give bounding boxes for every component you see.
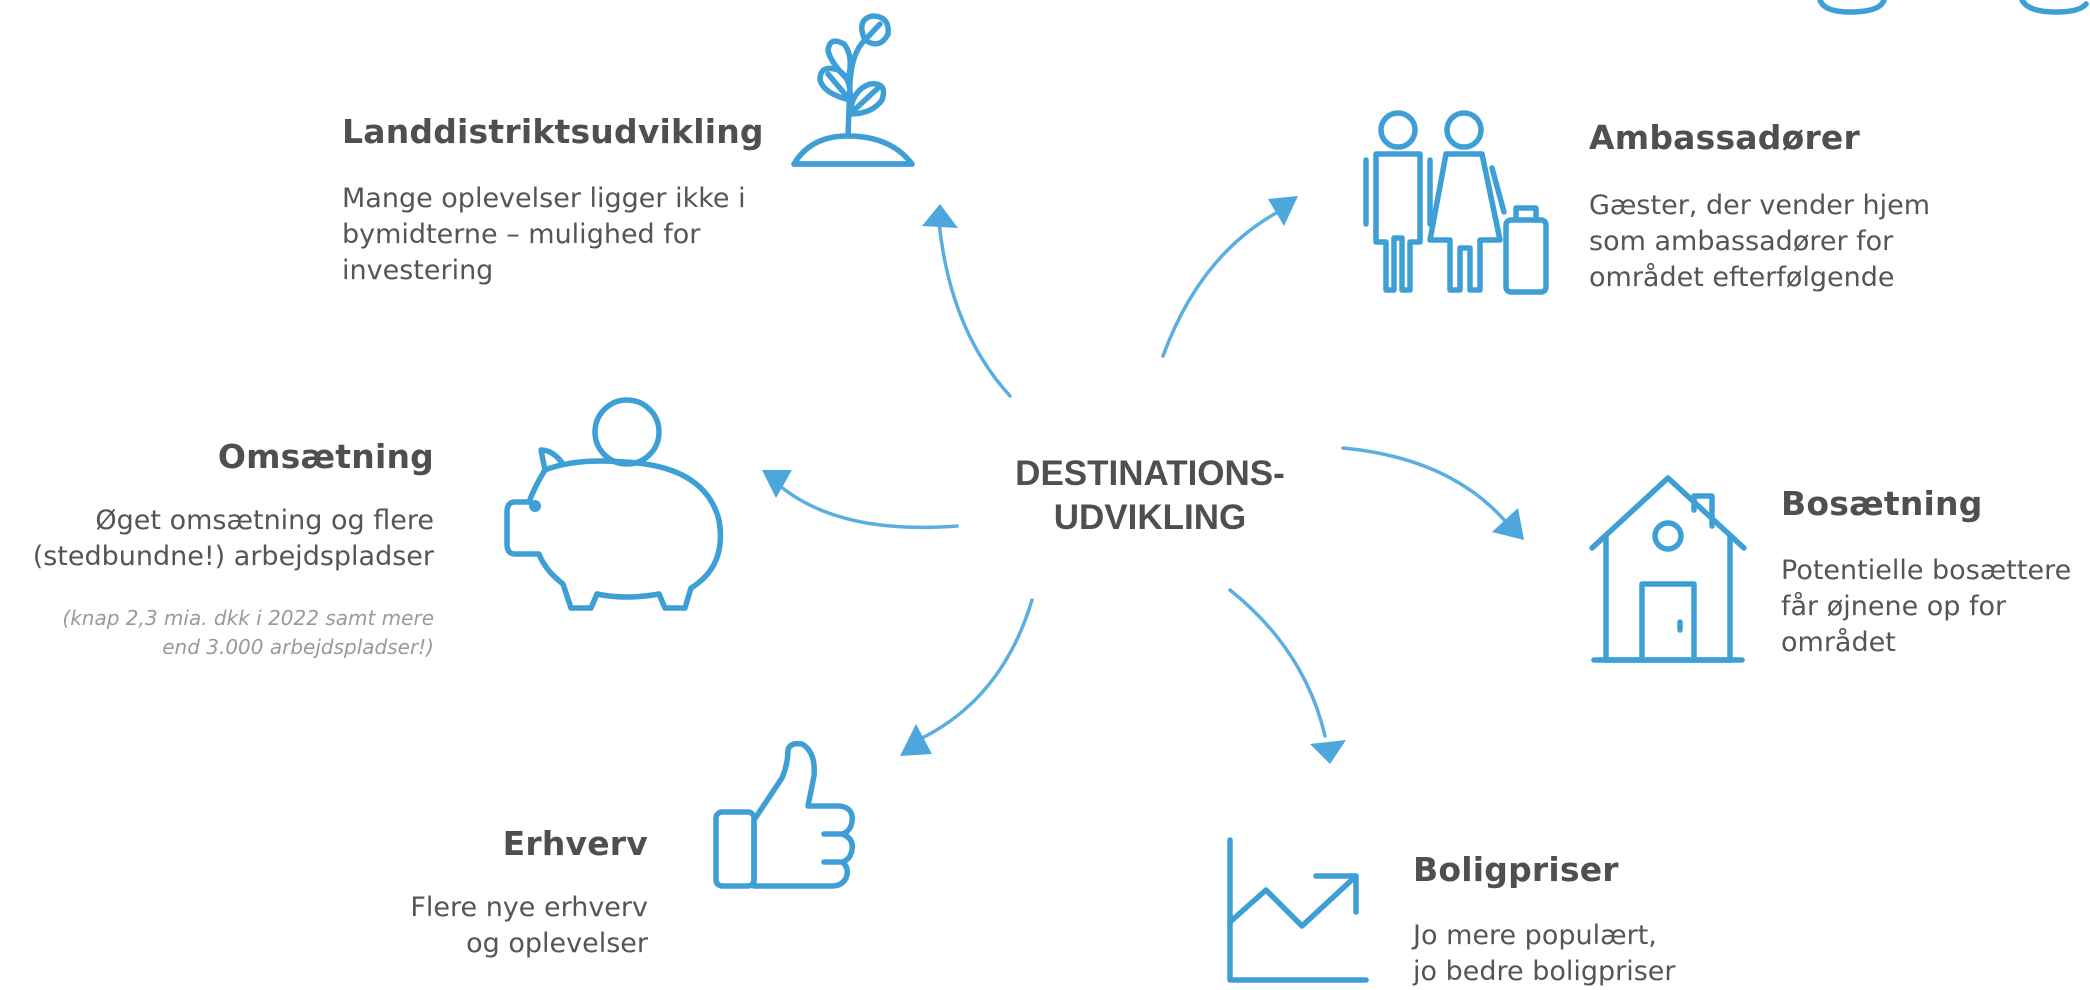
arrow-to-erhverv [916,598,1034,742]
erhverv-title: Erhverv [502,824,648,863]
omsaetning-title: Omsætning [217,437,434,476]
arrowhead-erhverv [900,724,932,756]
plant-sprout-icon [790,12,920,172]
arrowhead-boligpriser [1310,740,1346,764]
arrow-to-bosaetning [1341,446,1508,524]
landdistrikt-description: Mange oplevelser ligger ikke i bymidtern… [342,183,746,286]
house-icon [1590,474,1746,664]
arrowhead-bosaetning [1492,508,1524,540]
rising-chart-icon [1220,836,1368,986]
arrow-to-omsaetning [778,484,959,530]
omsaetning-note: (knap 2,3 mia. dkk i 2022 samt mere end … [62,606,434,659]
erhverv-description: Flere nye erhverv og oplevelser [410,892,648,959]
boligpriser-description: Jo mere populært, jo bedre boligpriser [1413,920,1676,987]
ambassadorer-title: Ambassadører [1589,118,1860,157]
arrowhead-ambassadorer [1268,196,1298,226]
arrow-to-ambassadorer [1161,210,1280,358]
ambassadorer-description: Gæster, der vender hjem som ambassadører… [1589,190,1931,293]
omsaetning-description: Øget omsætning og flere (stedbundne!) ar… [32,505,434,572]
arrow-to-landdistrikt [937,220,1012,398]
arrowhead-omsaetning [762,470,792,498]
bosaetning-title: Bosætning [1781,484,1983,523]
boligpriser-title: Boligpriser [1413,850,1619,889]
landdistrikt-title: Landdistriktsudvikling [342,112,764,151]
bosaetning-description: Potentielle bosættere får øjnene op for … [1781,555,2072,658]
piggy-bank-icon [505,398,727,612]
center-title: DESTINATIONS- UDVIKLING [1015,454,1285,537]
arrow-to-boligpriser [1228,588,1327,738]
travelers-with-suitcase-icon [1360,108,1552,296]
partial-decoration-icon [1810,0,2090,20]
thumbs-up-icon [712,740,860,890]
arrowhead-landdistrikt [922,204,958,228]
